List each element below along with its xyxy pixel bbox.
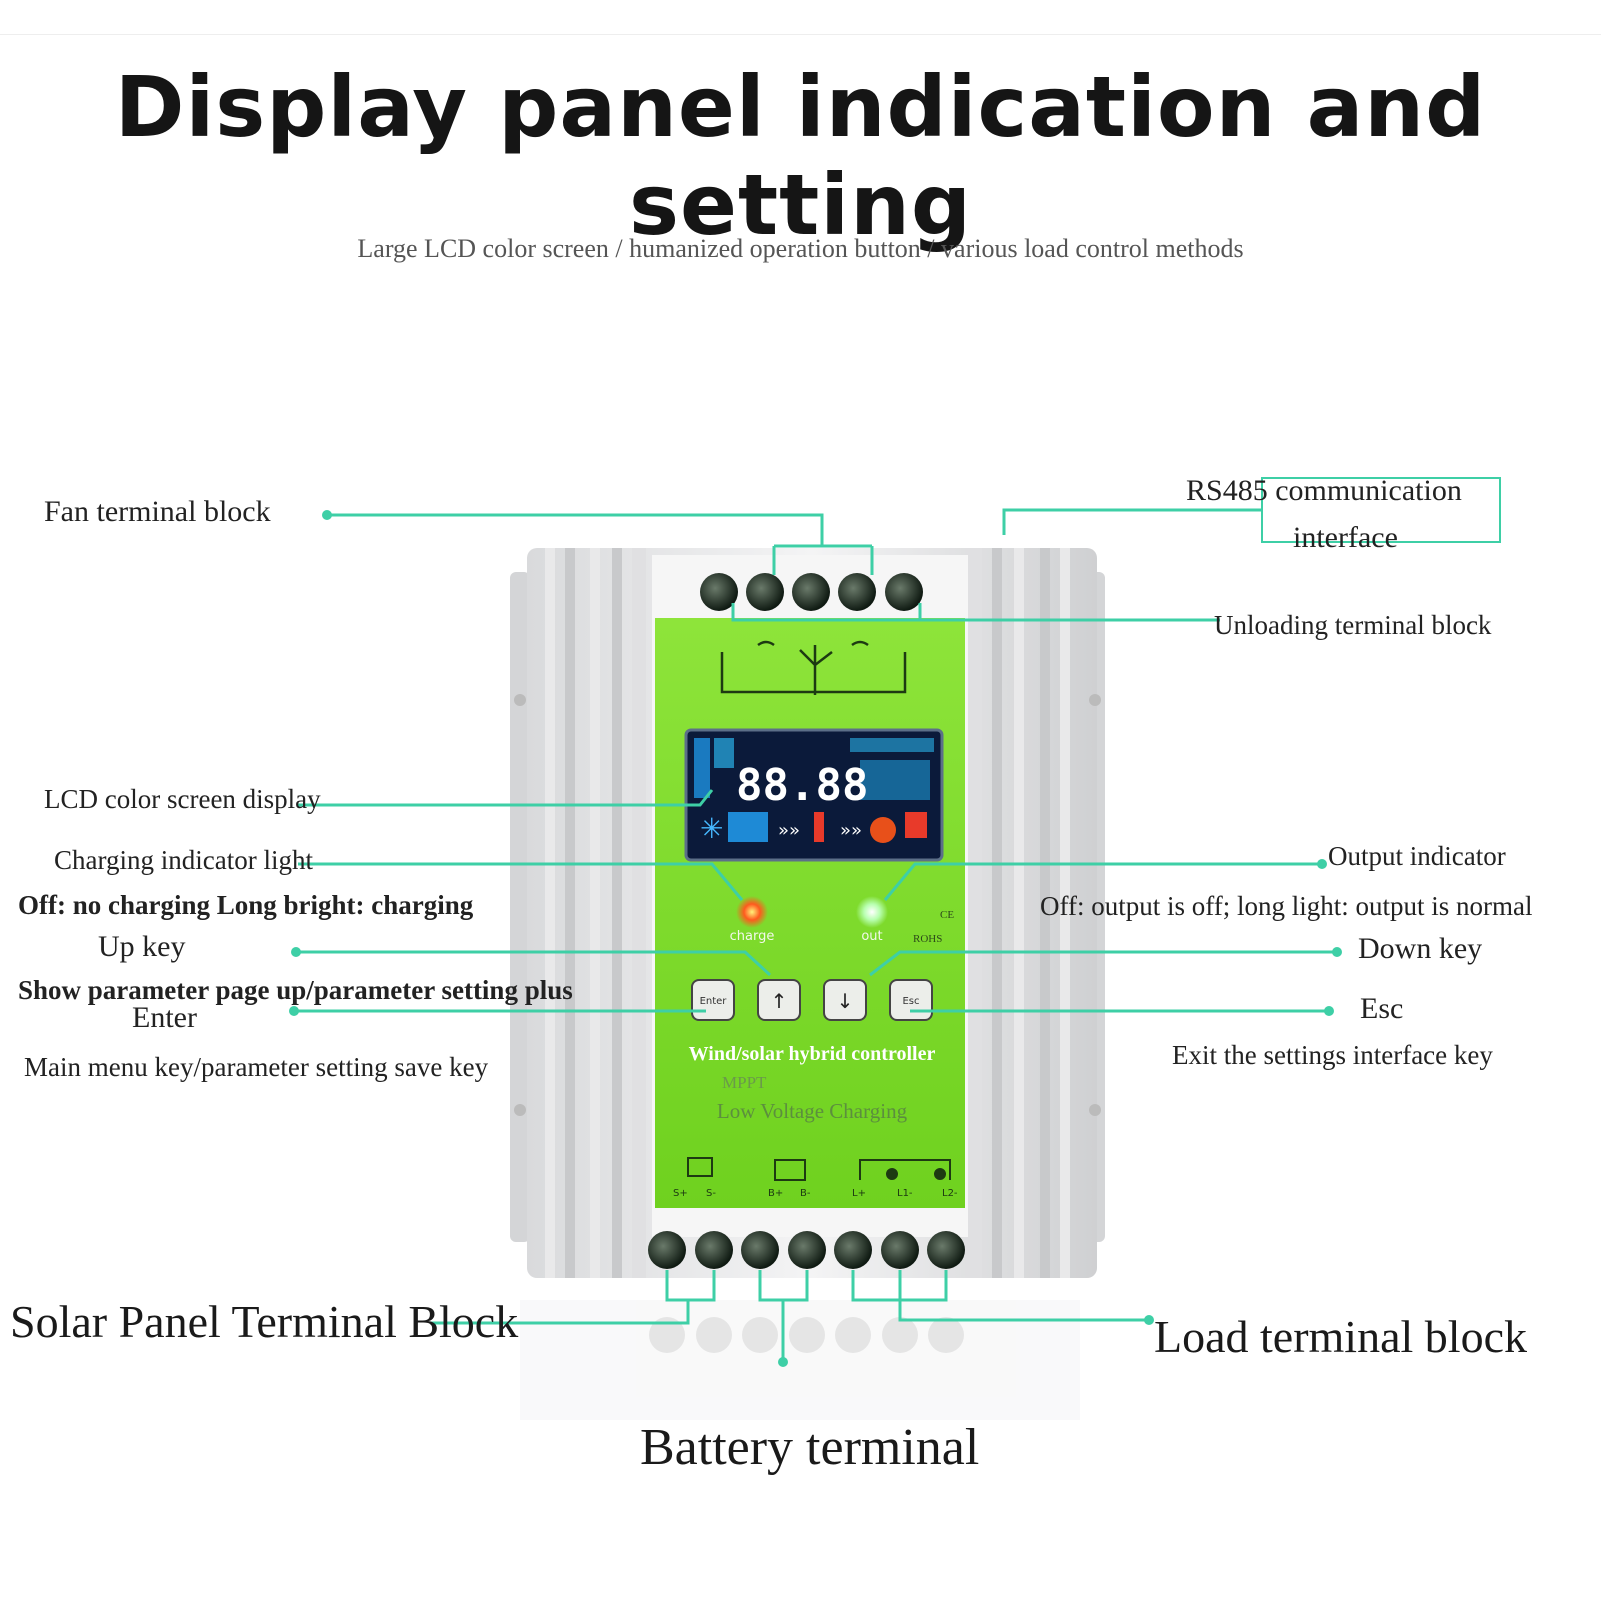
battery-icon	[774, 1159, 806, 1181]
top-divider	[0, 34, 1601, 35]
leader-lines	[294, 477, 1501, 1362]
leader-up	[296, 950, 772, 977]
svg-text:✳: ✳	[700, 812, 723, 845]
output-led: out	[856, 896, 888, 944]
terminal-labels: S+ S- B+ B- L+ L1- L2-	[673, 1188, 958, 1199]
svg-text:B-: B-	[800, 1188, 811, 1199]
svg-text:L1-: L1-	[897, 1188, 913, 1199]
fan-terminal-label: Fan terminal block	[44, 495, 271, 528]
product-name: Wind/solar hybrid controller	[689, 1043, 936, 1065]
terminal-icons	[687, 1157, 951, 1181]
up-button[interactable]: ↑	[757, 979, 801, 1021]
leader-output	[883, 862, 1322, 901]
leader-charging	[298, 862, 744, 901]
charge-led: charge	[730, 896, 775, 944]
solar-terminal-label: Solar Panel Terminal Block	[10, 1296, 519, 1347]
leader-rs485	[1002, 508, 1262, 535]
esc-button[interactable]: Esc	[889, 979, 933, 1021]
leader-down	[869, 950, 1337, 977]
up-arrow-icon: ↑	[771, 989, 788, 1013]
ce-mark: CE	[940, 909, 954, 921]
leader-fan	[327, 513, 874, 575]
enter-key-desc: Main menu key/parameter setting save key	[24, 1052, 489, 1082]
esc-key-desc: Exit the settings interface key	[1172, 1040, 1493, 1070]
device-reflection	[520, 1300, 1080, 1420]
up-key-label: Up key	[98, 930, 186, 963]
output-indicator-desc: Off: output is off; long light: output i…	[1040, 891, 1533, 921]
svg-text:L+: L+	[852, 1188, 866, 1199]
page-title: Display panel indication and setting	[114, 58, 1487, 254]
leader-dots	[289, 510, 1342, 1367]
rs485-label-line2: interface	[1293, 521, 1398, 554]
low-voltage-label: Low Voltage Charging	[717, 1099, 908, 1123]
lcd-screen: ✳ »» »» 88.88	[684, 728, 944, 862]
leader-load	[851, 1270, 1149, 1322]
load-icon	[859, 1159, 951, 1180]
lcd-display-label: LCD color screen display	[44, 784, 321, 814]
esc-key-label: Esc	[1360, 992, 1404, 1025]
wind-turbine-logo	[720, 640, 907, 695]
leader-solar	[430, 1270, 716, 1325]
charging-indicator-label: Charging indicator light	[54, 845, 313, 875]
down-button[interactable]: ↓	[823, 979, 867, 1021]
bottom-terminal-screws	[648, 1231, 965, 1269]
svg-text:L2-: L2-	[942, 1188, 958, 1199]
svg-text:S-: S-	[706, 1188, 716, 1199]
down-arrow-icon: ↓	[837, 989, 854, 1013]
output-indicator-label: Output indicator	[1328, 841, 1506, 871]
charging-indicator-desc: Off: no charging Long bright: charging	[18, 890, 474, 920]
load-terminal-label: Load terminal block	[1154, 1311, 1527, 1362]
svg-text:B+: B+	[768, 1188, 783, 1199]
svg-text:»»: »»	[840, 820, 862, 841]
up-key-desc: Show parameter page up/parameter setting…	[18, 975, 573, 1005]
rohs-mark: ROHS	[913, 933, 942, 945]
front-panel	[652, 555, 968, 1237]
svg-text:S+: S+	[673, 1188, 688, 1199]
svg-text:out: out	[861, 929, 882, 944]
svg-text:charge: charge	[730, 929, 775, 944]
mppt-label: MPPT	[722, 1073, 767, 1092]
svg-text:Enter: Enter	[700, 996, 728, 1007]
leader-lcd	[298, 789, 714, 807]
enter-key-label: Enter	[132, 1001, 197, 1034]
battery-terminal-label: Battery terminal	[640, 1419, 980, 1476]
svg-text:»»: »»	[778, 820, 800, 841]
enter-button[interactable]: Enter	[691, 979, 735, 1021]
rs485-box	[1261, 477, 1501, 543]
solar-panel-icon	[687, 1157, 713, 1177]
page-subtitle: Large LCD color screen / humanized opera…	[357, 234, 1244, 263]
lcd-digits: 88.88	[736, 760, 868, 811]
leader-unloading	[731, 603, 1220, 622]
svg-text:Esc: Esc	[902, 996, 919, 1007]
top-terminal-screws	[700, 573, 923, 611]
rs485-label-line1: RS485 communication	[1186, 474, 1462, 507]
down-key-label: Down key	[1358, 932, 1483, 965]
leader-battery	[758, 1270, 809, 1362]
unloading-terminal-label: Unloading terminal block	[1214, 610, 1492, 640]
